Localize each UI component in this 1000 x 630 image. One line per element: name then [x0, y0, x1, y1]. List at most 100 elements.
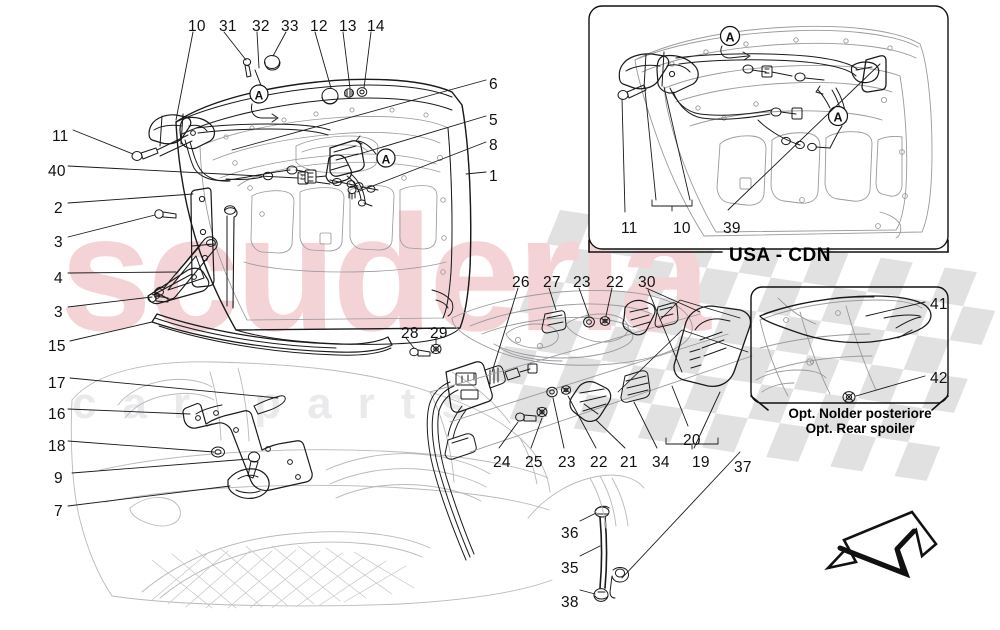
trim-and-fastener-group — [515, 299, 752, 422]
callout-16: 16 — [48, 406, 66, 423]
callout-30: 30 — [638, 274, 656, 291]
callout-6: 6 — [489, 76, 498, 93]
callout-32: 32 — [252, 18, 270, 35]
callout-41: 41 — [930, 296, 948, 313]
callout-19: 19 — [692, 454, 710, 471]
callout-42: 42 — [930, 370, 948, 387]
lower-striker-bracket — [182, 395, 313, 499]
inset-spoiler-caption-rules — [750, 395, 949, 411]
callout-10: 10 — [188, 18, 206, 35]
part-23-nut-lower — [546, 386, 558, 398]
bolt-3-lower — [147, 293, 169, 303]
callout-38: 38 — [561, 594, 579, 611]
callout-25: 25 — [525, 454, 543, 471]
inset-usa-caption-rules — [588, 239, 949, 253]
callout-4: 4 — [54, 270, 63, 287]
inset-usa-leaders — [621, 63, 881, 213]
callout-11: 11 — [52, 128, 69, 145]
callout-12: 12 — [310, 18, 328, 35]
callout-22: 22 — [590, 454, 608, 471]
callout-10: 10 — [673, 220, 691, 237]
latch-assembly-on-lid — [297, 87, 379, 207]
left-actuator-assembly — [131, 55, 331, 182]
callout-27: 27 — [543, 274, 561, 291]
part-25-washer — [536, 406, 548, 418]
callout-9: 9 — [54, 470, 63, 487]
part-24-bolt — [515, 412, 537, 422]
callout-23: 23 — [558, 454, 576, 471]
inset-spoiler-ghost — [755, 297, 923, 397]
part-31-screw — [242, 58, 252, 78]
part-23-nut-upper — [583, 316, 595, 328]
ghost-rear-panel — [429, 290, 753, 453]
part-21-bracket — [569, 381, 612, 422]
svg-text:A: A — [382, 153, 391, 167]
callout-23: 23 — [573, 274, 591, 291]
part-38-ball — [593, 588, 609, 602]
callout-7: 7 — [54, 503, 63, 520]
part-11-bolt — [131, 147, 159, 161]
callout-8: 8 — [489, 137, 498, 154]
part-15-weatherstrip — [151, 313, 393, 356]
callout-31: 31 — [219, 18, 237, 35]
part-22-washer-lower — [560, 385, 572, 395]
part-8-bolt — [347, 185, 357, 200]
part-37-hook — [609, 567, 629, 599]
inset-spoiler-frame — [750, 286, 949, 404]
callout-17: 17 — [48, 375, 66, 392]
svg-text:A: A — [255, 89, 264, 103]
part-34-clip-upper — [622, 299, 656, 336]
lock-module-and-cables — [409, 343, 538, 561]
part-9-bolt — [247, 451, 261, 479]
rod-assembly-35-36-38 — [527, 474, 645, 602]
callout-21: 21 — [620, 454, 638, 471]
callout-29: 29 — [430, 325, 448, 342]
inset-spoiler-caption-en: Opt. Rear spoiler — [805, 421, 915, 436]
callout-15: 15 — [48, 338, 66, 355]
ghost-car-body — [70, 361, 553, 609]
forward-direction-arrow — [824, 510, 938, 579]
callout-39: 39 — [723, 220, 741, 237]
callout-28: 28 — [401, 325, 419, 342]
callout-24: 24 — [493, 454, 511, 471]
callout-36: 36 — [561, 525, 579, 542]
callout-2: 2 — [54, 200, 63, 217]
callout-26: 26 — [512, 274, 530, 291]
callout-34: 34 — [652, 454, 670, 471]
callout-20: 20 — [683, 432, 701, 449]
callout-22: 22 — [606, 274, 624, 291]
inset-spoiler-caption: Opt. Nolder posteriore Opt. Rear spoiler — [788, 406, 931, 436]
callout-5: 5 — [489, 112, 498, 129]
bolt-3-upper — [154, 209, 177, 219]
callout-11: 11 — [621, 220, 638, 237]
inset-usa-mechanism: A A — [617, 25, 887, 152]
callout-40: 40 — [48, 163, 66, 180]
svg-text:A: A — [833, 111, 842, 125]
part-27-clip — [541, 310, 567, 334]
callout-3: 3 — [54, 234, 63, 251]
svg-text:A: A — [725, 31, 734, 45]
inset-usa-frame — [588, 5, 949, 250]
callout-33: 33 — [281, 18, 299, 35]
inset-spoiler-leaders — [855, 301, 926, 397]
callout-3: 3 — [54, 304, 63, 321]
hinge-and-strut-assembly — [147, 187, 238, 309]
part-34-clip-lower — [620, 370, 651, 403]
callout-13: 13 — [339, 18, 357, 35]
watermark-carparts: car parts — [72, 379, 492, 428]
leader-lines — [67, 31, 749, 595]
inset-spoiler-caption-it: Opt. Nolder posteriore — [788, 406, 932, 421]
part-12-cap — [321, 87, 339, 105]
part-14-washer — [356, 87, 368, 97]
callout-37: 37 — [734, 459, 752, 476]
callout-18: 18 — [48, 438, 66, 455]
marker-A-group: A A — [249, 84, 396, 168]
inset-usa-ghost-lid — [634, 25, 933, 239]
part-42-bolt — [842, 391, 856, 403]
callout-35: 35 — [561, 560, 579, 577]
inset-usa-caption: USA - CDN — [729, 245, 831, 266]
